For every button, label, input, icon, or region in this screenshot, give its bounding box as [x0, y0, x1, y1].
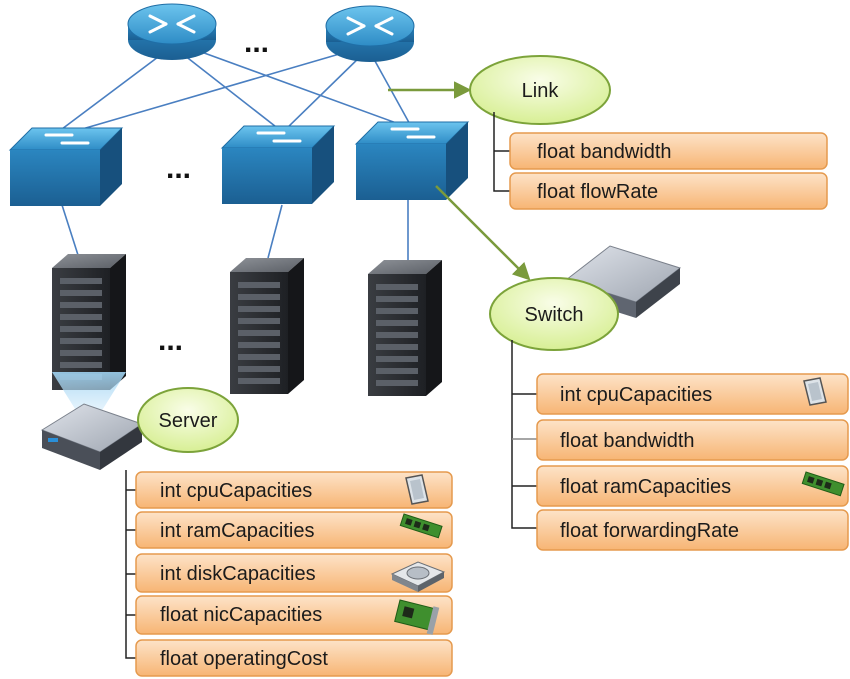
server-ellipsis: ... [158, 324, 183, 357]
server-attribute[interactable]: int cpuCapacities [135, 471, 453, 509]
switch-left[interactable] [8, 127, 124, 206]
router-right[interactable] [325, 5, 415, 62]
server-attribute[interactable]: float operatingCost [135, 639, 453, 677]
server-attribute[interactable]: float nicCapacities [135, 595, 453, 635]
switch-arrow [435, 185, 531, 281]
link-attribute[interactable]: float flowRate [509, 172, 828, 210]
attribute-label: float ramCapacities [560, 476, 731, 498]
attribute-label: float forwardingRate [560, 520, 739, 542]
appliance-icon [40, 403, 144, 470]
switch-class-node[interactable] [489, 277, 619, 351]
switch-attribute[interactable]: float forwardingRate [536, 509, 849, 551]
cpu-chip-icon [405, 474, 429, 505]
attribute-label: int cpuCapacities [160, 480, 312, 502]
server-attribute[interactable]: int ramCapacities [135, 511, 453, 549]
router-ellipsis: ... [244, 26, 269, 59]
switch-middle[interactable] [220, 125, 336, 204]
ram-stick-icon [801, 471, 845, 497]
hard-disk-icon [390, 561, 446, 592]
attribute-label: float bandwidth [537, 141, 672, 163]
server-rack-left[interactable] [52, 254, 126, 390]
switch-attribute[interactable]: float bandwidth [536, 419, 849, 461]
network-card-icon [394, 599, 440, 635]
switch-icon [390, 127, 436, 139]
attribute-label: float flowRate [537, 181, 658, 203]
cpu-chip-icon [803, 377, 827, 406]
server-class: Server int cpuCapacities int ramCapaciti… [40, 387, 453, 677]
server-class-node[interactable] [137, 387, 239, 453]
router-icon [346, 16, 394, 36]
server-highlight-beam [52, 372, 126, 420]
attribute-label: int ramCapacities [160, 520, 315, 542]
attribute-label: int cpuCapacities [560, 384, 712, 406]
router-left[interactable] [127, 3, 217, 60]
switch-class: Switch int cpuCapacities float bandwidth… [489, 245, 849, 551]
link-class-node[interactable] [469, 55, 611, 125]
server-rack-middle[interactable] [230, 258, 304, 394]
switch-ellipsis: ... [166, 152, 191, 185]
switch-right[interactable] [354, 121, 470, 200]
switch-icon [44, 133, 90, 145]
switch-class-label: Switch [525, 304, 584, 326]
attribute-label: int diskCapacities [160, 563, 316, 585]
link-class-label: Link [522, 80, 560, 102]
server-rack-icon [376, 284, 418, 386]
server-rack-icon [60, 278, 102, 380]
server-attribute[interactable]: int diskCapacities [135, 553, 453, 593]
server-rack-right[interactable] [368, 260, 442, 396]
switch-attribute[interactable]: float ramCapacities [536, 465, 849, 507]
router-icon [148, 14, 196, 34]
server-class-label: Server [159, 410, 218, 432]
attribute-label: float bandwidth [560, 430, 695, 452]
link-class: Link float bandwidth float flowRate [469, 55, 828, 210]
switch-attribute[interactable]: int cpuCapacities [536, 373, 849, 415]
attribute-label: float nicCapacities [160, 604, 322, 626]
attribute-label: float operatingCost [160, 648, 328, 670]
ram-stick-icon [399, 513, 443, 539]
switch-icon [256, 131, 302, 143]
server-rack-icon [238, 282, 280, 384]
link-attribute[interactable]: float bandwidth [509, 132, 828, 170]
